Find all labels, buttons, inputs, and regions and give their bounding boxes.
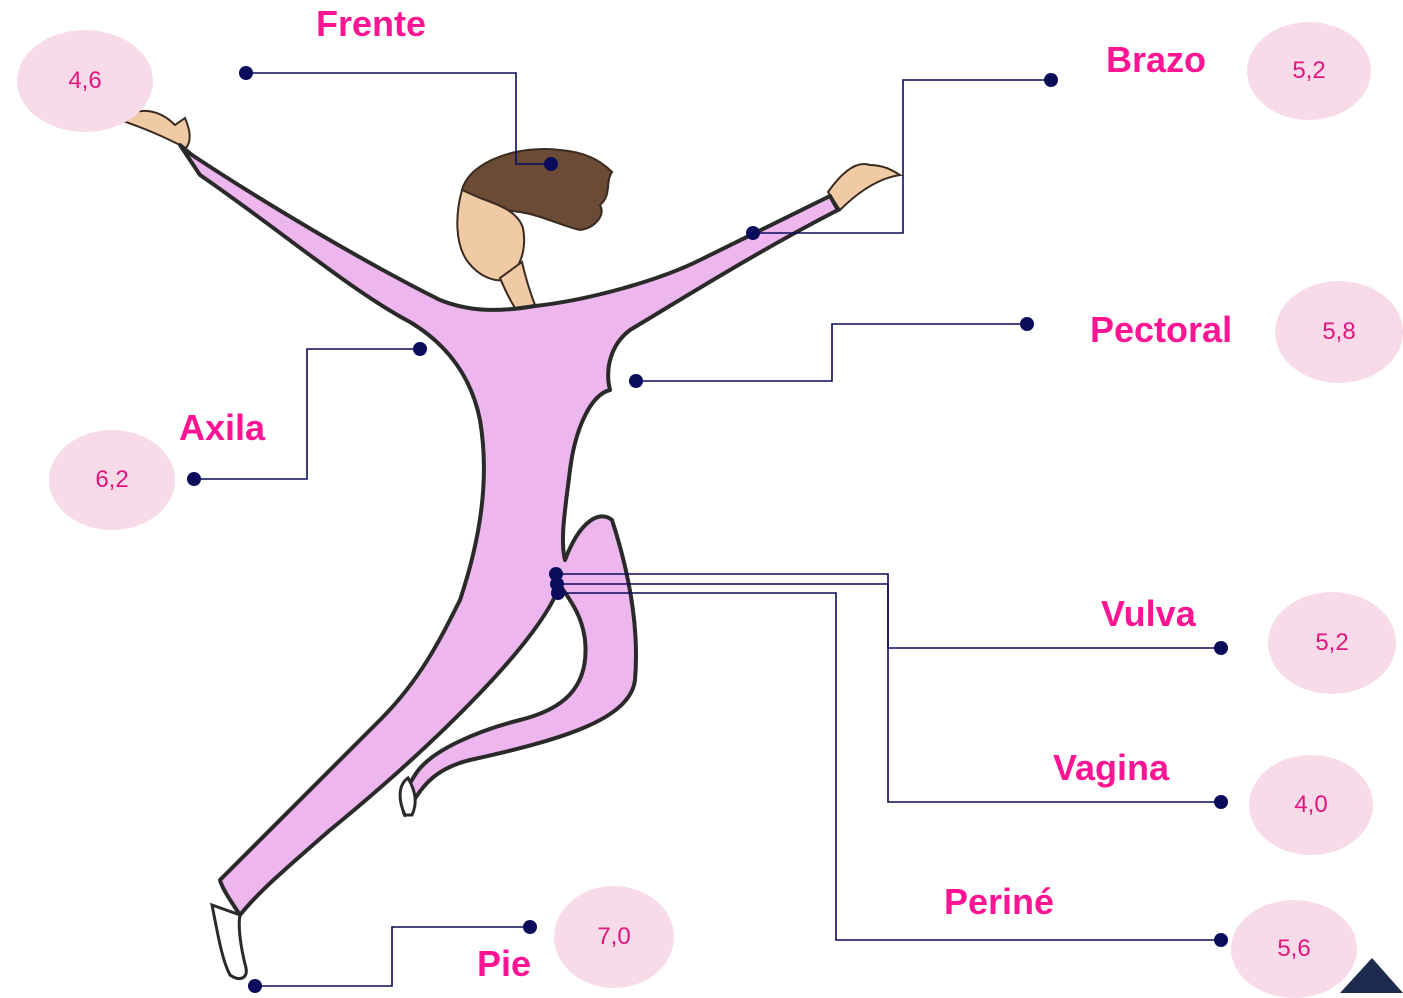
right-hand xyxy=(828,164,900,210)
dot-pectoral-start xyxy=(1020,317,1034,331)
dot-brazo-end xyxy=(746,226,760,240)
dot-axila-end xyxy=(413,342,427,356)
value-bubble-brazo: 5,2 xyxy=(1247,22,1371,120)
foot xyxy=(212,905,246,979)
dot-pie-start xyxy=(523,920,537,934)
dot-frente-start xyxy=(239,66,253,80)
label-vulva: Vulva xyxy=(1101,596,1196,632)
label-pectoral: Pectoral xyxy=(1090,312,1232,348)
value-bubble-pie: 7,0 xyxy=(554,886,674,988)
dot-perine-end xyxy=(1214,933,1228,947)
leader-pectoral xyxy=(636,324,1027,381)
leader-lines xyxy=(194,73,1221,986)
label-perine: Periné xyxy=(944,884,1054,920)
value-bubble-perine: 5,6 xyxy=(1231,900,1357,998)
value-bubble-pectoral: 5,8 xyxy=(1275,281,1403,383)
value-bubble-vagina: 4,0 xyxy=(1249,755,1373,855)
label-pie: Pie xyxy=(477,946,531,982)
woman-figure xyxy=(120,111,900,979)
dot-axila-start xyxy=(187,472,201,486)
label-frente: Frente xyxy=(316,6,426,42)
leader-frente xyxy=(246,73,551,164)
dot-frente-end xyxy=(544,157,558,171)
label-brazo: Brazo xyxy=(1106,42,1206,78)
dot-pie-end xyxy=(248,979,262,993)
value-bubble-frente: 4,6 xyxy=(17,30,153,132)
dot-brazo-start xyxy=(1044,73,1058,87)
dot-vulva-end xyxy=(1214,641,1228,655)
value-bubble-vulva: 5,2 xyxy=(1268,592,1396,694)
marker-dots xyxy=(187,66,1228,993)
dot-perine-start xyxy=(551,586,565,600)
label-vagina: Vagina xyxy=(1053,750,1169,786)
value-bubble-axila: 6,2 xyxy=(49,430,175,530)
dot-vagina-end xyxy=(1214,795,1228,809)
label-axila: Axila xyxy=(179,410,265,446)
dot-pectoral-end xyxy=(629,374,643,388)
